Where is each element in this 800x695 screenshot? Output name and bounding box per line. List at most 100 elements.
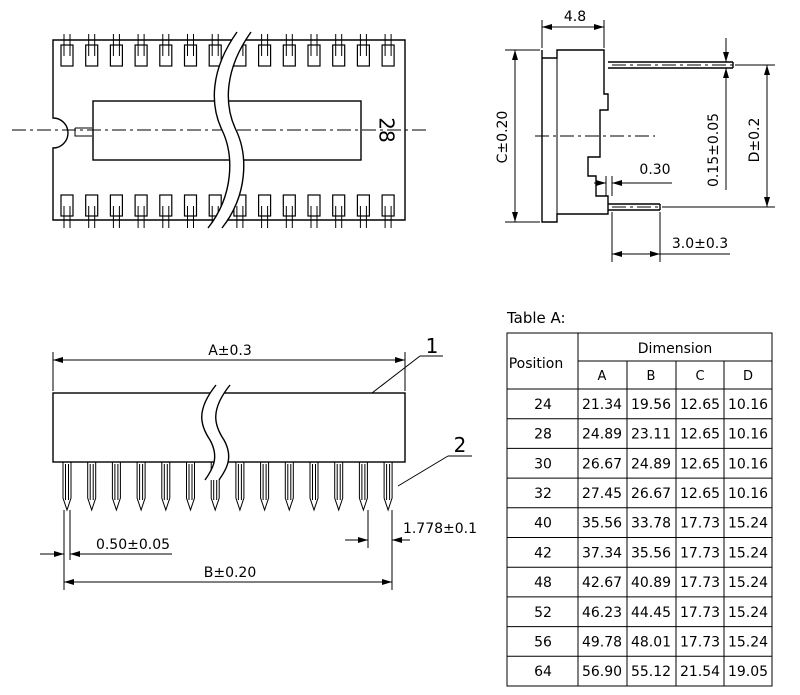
front-pin xyxy=(111,462,121,512)
callout-2-leader xyxy=(397,455,449,487)
top-pin-upper xyxy=(109,34,124,67)
table-cell-position: 48 xyxy=(534,575,552,591)
table-cell-value: 15.24 xyxy=(728,634,768,650)
table-cell-value: 56.90 xyxy=(582,664,622,680)
side-view-pin-foot xyxy=(605,176,613,196)
table-outline xyxy=(506,332,773,687)
table-cell-value: 15.24 xyxy=(728,516,768,532)
top-pins-lower xyxy=(60,194,395,228)
top-pin-lower xyxy=(134,194,148,228)
front-pin xyxy=(358,462,368,512)
table-cell-value: 27.45 xyxy=(582,486,622,502)
table-cell-value: 17.73 xyxy=(680,516,720,532)
front-view-break-mask xyxy=(201,385,230,480)
table-cell-value: 17.73 xyxy=(680,545,720,561)
table-cell-value: 10.16 xyxy=(728,427,768,443)
front-view-break-line-right xyxy=(215,384,231,481)
dim-pitch-label: 0.15±0.05 xyxy=(706,113,722,187)
table-cell-value: 24.89 xyxy=(582,427,622,443)
top-pins-upper xyxy=(60,34,395,67)
table-cell-value: 48.01 xyxy=(631,634,671,650)
table-cell-value: 44.45 xyxy=(631,605,671,621)
table-cell-value: 17.73 xyxy=(680,634,720,650)
table-cell-value: 21.54 xyxy=(680,664,720,680)
table-cell-position: 40 xyxy=(534,516,552,532)
table-cell-value: 35.56 xyxy=(582,516,622,532)
pin-count-label: 28 xyxy=(375,117,399,142)
front-view-body xyxy=(52,392,406,463)
dim-d-label: D±0.2 xyxy=(747,118,763,163)
front-pin xyxy=(136,462,146,512)
table-cell-value: 15.24 xyxy=(728,545,768,561)
top-pin-lower xyxy=(282,194,296,228)
table-cell-position: 32 xyxy=(534,486,552,502)
table-cell-value: 12.65 xyxy=(680,456,720,472)
top-pin-lower xyxy=(356,194,370,228)
dim-lead-label: 3.0±0.3 xyxy=(672,236,728,252)
table-cell-value: 26.67 xyxy=(582,456,622,472)
table-cell-position: 56 xyxy=(534,634,552,650)
table-col-a: A xyxy=(598,369,607,384)
front-pin xyxy=(186,462,195,512)
table-cell-value: 17.73 xyxy=(680,605,720,621)
table-cell-position: 42 xyxy=(534,545,552,561)
table-cell-value: 12.65 xyxy=(680,397,720,413)
table-cell-value: 21.34 xyxy=(582,397,622,413)
top-pin-upper xyxy=(282,34,296,67)
table-cell-value: 42.67 xyxy=(582,575,622,591)
table-cell-value: 15.24 xyxy=(728,605,768,621)
top-pin-lower xyxy=(159,194,173,228)
callout-1-label: 1 xyxy=(426,334,439,358)
front-view: A±0.3 1 2 0.50±0.05 1.778±0.1 B±0.20 xyxy=(40,334,477,590)
table-header-position: Position xyxy=(509,356,564,372)
top-pin-upper xyxy=(258,34,272,67)
table-cell-position: 28 xyxy=(534,427,552,443)
table-cell-position: 52 xyxy=(534,605,552,621)
top-view: 28 xyxy=(12,31,430,229)
table-cell-position: 64 xyxy=(534,664,552,680)
top-pin-upper xyxy=(85,34,99,67)
dim-width-label: 4.8 xyxy=(564,9,586,25)
table-cell-value: 10.16 xyxy=(728,397,768,413)
table-cell-value: 10.16 xyxy=(728,486,768,502)
side-view-lower-lead xyxy=(608,203,661,211)
top-pin-lower xyxy=(109,194,124,228)
table-cell-position: 24 xyxy=(534,397,552,413)
top-view-body xyxy=(52,39,406,221)
dim-pin-width-label: 0.50±0.05 xyxy=(96,537,170,553)
table-cell-value: 12.65 xyxy=(680,486,720,502)
table-title: Table A: xyxy=(506,309,566,327)
dim-pin-label: 0.30 xyxy=(639,162,670,178)
table-cell-value: 17.73 xyxy=(680,575,720,591)
top-pin-upper xyxy=(60,34,74,67)
top-pin-upper xyxy=(134,34,148,67)
side-view: 4.8 C±0.20 0.15±0.05 D±0.2 0.30 3.0 xyxy=(495,9,775,262)
top-pin-upper xyxy=(356,34,370,67)
dim-c-label: C±0.20 xyxy=(495,111,511,164)
callout-1-leader xyxy=(371,355,421,394)
dim-b-label: B±0.20 xyxy=(204,565,257,581)
top-view-break-mask xyxy=(208,32,251,228)
front-pin xyxy=(284,462,294,512)
table-col-b: B xyxy=(647,369,656,384)
front-pin xyxy=(309,462,319,512)
table-cell-value: 35.56 xyxy=(631,545,671,561)
front-pin xyxy=(383,462,393,512)
table-cell-value: 26.67 xyxy=(631,486,671,502)
table-cell-value: 55.12 xyxy=(631,664,671,680)
callout-2-label: 2 xyxy=(454,433,467,457)
table-cell-position: 30 xyxy=(534,456,552,472)
top-pin-upper xyxy=(159,34,173,67)
top-pin-upper xyxy=(332,34,346,67)
table-col-d: D xyxy=(743,369,753,384)
top-view-marker xyxy=(74,127,92,137)
table-cell-value: 24.89 xyxy=(631,456,671,472)
top-view-break-line-left xyxy=(207,31,238,229)
table-cell-value: 33.78 xyxy=(631,516,671,532)
table-col-c: C xyxy=(695,369,704,384)
front-view-break-line-left xyxy=(201,384,217,481)
front-pin xyxy=(62,462,72,512)
